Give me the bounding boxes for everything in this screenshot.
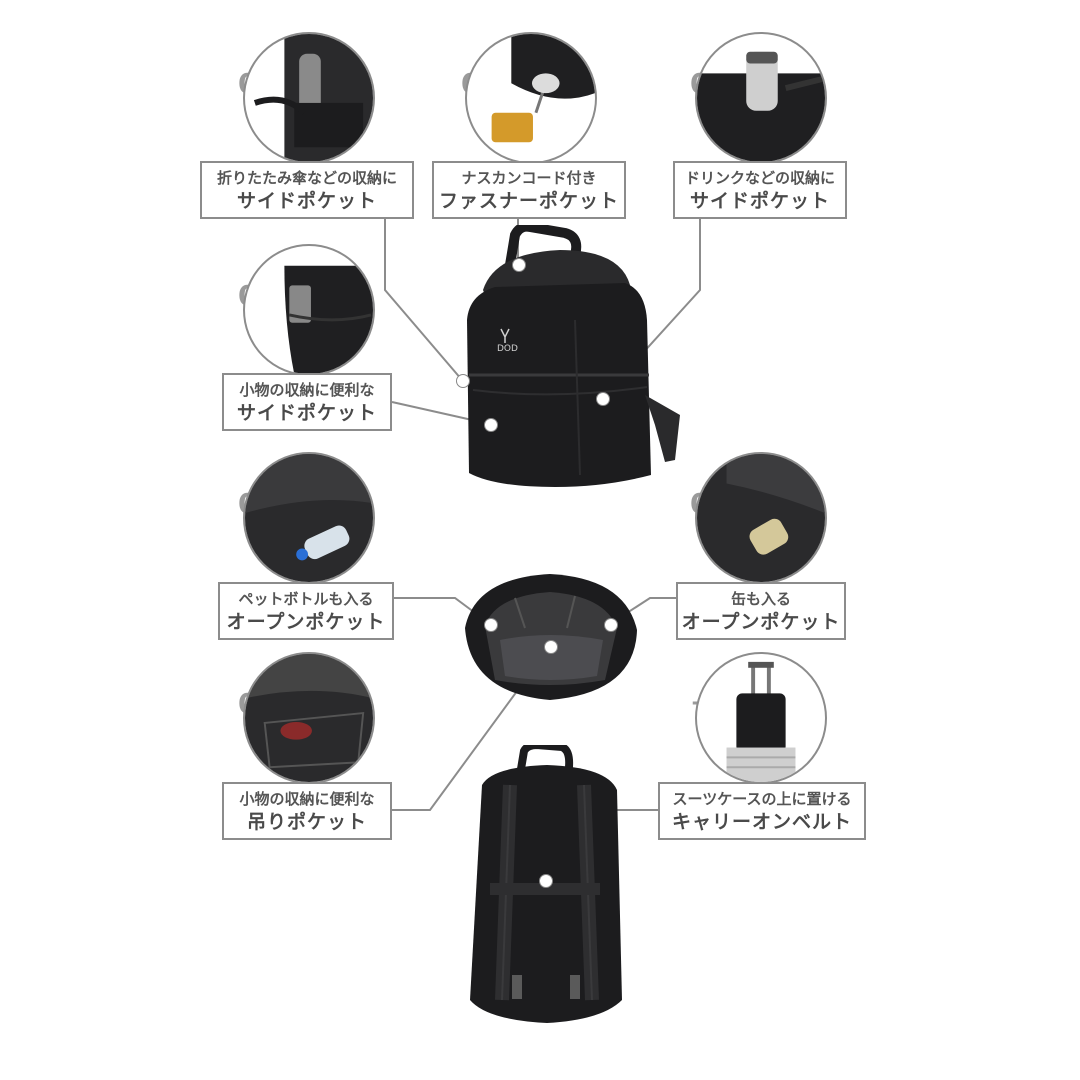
dod-logo-mark: DOD [497,344,518,354]
feature-label-03: ドリンクなどの収納に サイドポケット [673,161,847,219]
feature-desc-07: 小物の収納に便利な [239,790,375,808]
feature-desc-05: ペットボトルも入る [238,590,374,608]
feature-label-06: 缶も入る オープンポケット [676,582,846,640]
marker-dot-03 [596,392,610,406]
connector-01 [384,218,463,381]
feature-photo-06 [695,452,827,584]
can-pocket-icon [697,454,825,582]
feature-desc-04: 小物の収納に便利な [239,381,375,399]
feature-label-04: 小物の収納に便利な サイドポケット [222,373,392,431]
marker-dot-07 [544,640,558,654]
feature-photo-07 [243,652,375,784]
zipper-pocket-keys-icon [491,34,595,143]
hanging-pocket-icon [245,654,373,782]
feature-desc-01: 折りたたみ傘などの収納に [216,169,397,187]
feature-photo-alpha [695,652,827,784]
bottle-side-pocket-icon [697,51,825,162]
feature-title-01: サイドポケット [236,190,377,212]
carry-on-belt-icon [726,661,796,782]
feature-label-07: 小物の収納に便利な 吊りポケット [222,782,392,840]
feature-title-alpha: キャリーオンベルト [671,811,852,833]
connector-07 [392,645,551,811]
marker-dot-05 [484,618,498,632]
feature-photo-03 [695,32,827,164]
pet-bottle-pocket-icon [245,454,373,582]
backpack-open-view [465,574,637,700]
feature-title-05: オープンポケット [226,611,386,633]
feature-label-01: 折りたたみ傘などの収納に サイドポケット [200,161,414,219]
feature-desc-06: 缶も入る [730,590,791,608]
marker-dot-alpha [539,874,553,888]
feature-title-06: オープンポケット [681,611,841,633]
feature-desc-02: ナスカンコード付き [461,169,597,187]
marker-dot-06 [604,618,618,632]
marker-dot-01 [456,374,470,388]
phone-side-pocket-icon [284,265,373,374]
feature-desc-03: ドリンクなどの収納に [684,169,835,187]
backpack-back-view [470,745,622,1023]
feature-photo-05 [243,452,375,584]
feature-photo-02 [465,32,597,164]
feature-title-02: ファスナーポケット [438,190,619,212]
feature-title-03: サイドポケット [689,190,830,212]
marker-dot-04 [484,418,498,432]
feature-label-02: ナスカンコード付き ファスナーポケット [432,161,626,219]
feature-label-05: ペットボトルも入る オープンポケット [218,582,394,640]
feature-photo-04 [243,244,375,376]
feature-desc-alpha: スーツケースの上に置ける [672,790,852,808]
feature-title-07: 吊りポケット [246,811,367,833]
feature-title-04: サイドポケット [236,402,377,424]
backpack-front-view: DOD [467,225,680,487]
umbrella-side-pocket-icon [253,34,373,162]
feature-label-alpha: スーツケースの上に置ける キャリーオンベルト [658,782,866,840]
feature-photo-01 [243,32,375,164]
marker-dot-02 [512,258,526,272]
